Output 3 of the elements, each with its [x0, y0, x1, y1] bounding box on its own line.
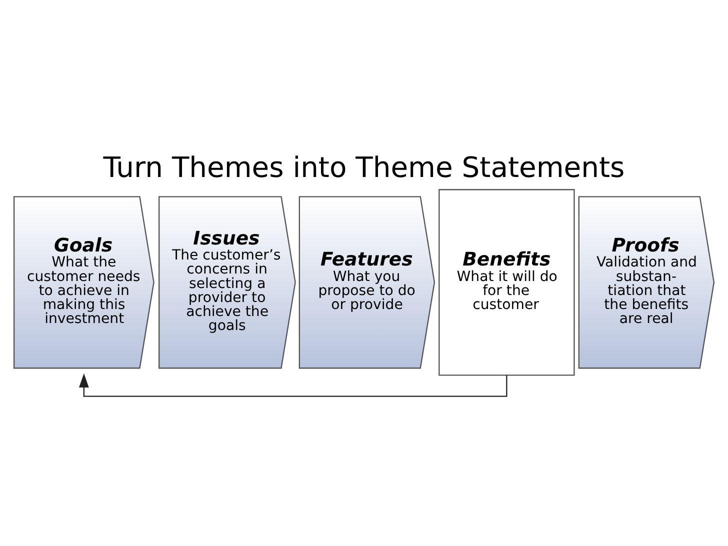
diagram-title: Turn Themes into Theme Statements: [103, 150, 625, 184]
arrow: [78, 373, 508, 397]
node-box: Benefits What it will do for the customer: [438, 189, 575, 376]
